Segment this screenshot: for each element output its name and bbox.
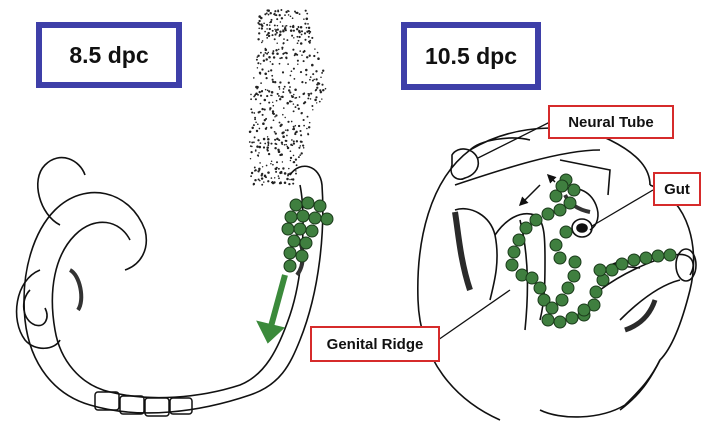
germ-cell bbox=[628, 254, 640, 266]
germ-cell bbox=[640, 252, 652, 264]
genital-ridge-leader bbox=[438, 290, 510, 340]
germ-cell bbox=[520, 222, 532, 234]
germ-cell bbox=[554, 316, 566, 328]
germ-cell bbox=[306, 225, 318, 237]
germ-cell bbox=[568, 184, 580, 196]
germ-cell bbox=[566, 312, 578, 324]
stage-label-text: 8.5 dpc bbox=[69, 42, 148, 69]
germ-cell bbox=[314, 200, 326, 212]
germ-cell bbox=[556, 180, 568, 192]
germ-cells-8-5 bbox=[282, 197, 333, 272]
germ-cell bbox=[513, 234, 525, 246]
germ-cell bbox=[530, 214, 542, 226]
germ-cell bbox=[534, 282, 546, 294]
germ-cell bbox=[616, 258, 628, 270]
germ-cell bbox=[288, 235, 300, 247]
germ-cell bbox=[569, 256, 581, 268]
germ-cell bbox=[560, 226, 572, 238]
headfold bbox=[38, 158, 85, 225]
germ-cell bbox=[506, 259, 518, 271]
germ-cell bbox=[550, 239, 562, 251]
germ-cell bbox=[554, 204, 566, 216]
germ-cell bbox=[309, 212, 321, 224]
germ-cell bbox=[294, 223, 306, 235]
germ-cell bbox=[568, 270, 580, 282]
germ-cell bbox=[546, 302, 558, 314]
germ-cell bbox=[284, 260, 296, 272]
somites bbox=[95, 392, 192, 416]
germ-cell bbox=[296, 250, 308, 262]
germ-cell bbox=[594, 264, 606, 276]
germ-cell bbox=[284, 247, 296, 259]
label-neural-tube: Neural Tube bbox=[548, 105, 674, 139]
stage-label-text: 10.5 dpc bbox=[425, 43, 517, 70]
germ-cell bbox=[285, 211, 297, 223]
germ-cell bbox=[578, 304, 590, 316]
gut-leader bbox=[592, 190, 653, 226]
germ-cell bbox=[556, 294, 568, 306]
migration-arrow-down bbox=[270, 275, 285, 330]
germ-cell bbox=[554, 252, 566, 264]
germ-cell bbox=[652, 250, 664, 262]
germ-cell bbox=[542, 314, 554, 326]
germ-cell bbox=[526, 272, 538, 284]
germ-cell bbox=[282, 223, 294, 235]
germ-cell bbox=[297, 210, 309, 222]
germ-cell bbox=[664, 249, 676, 261]
germ-cell bbox=[321, 213, 333, 225]
germ-cell bbox=[302, 197, 314, 209]
germ-cell bbox=[590, 286, 602, 298]
label-genital-ridge: Genital Ridge bbox=[310, 326, 440, 362]
germ-cell bbox=[290, 199, 302, 211]
label-gut: Gut bbox=[653, 172, 701, 206]
leader-lines bbox=[438, 122, 653, 340]
germ-cell bbox=[542, 208, 554, 220]
stage-label-10-5-dpc: 10.5 dpc bbox=[401, 22, 541, 90]
stage-label-8-5-dpc: 8.5 dpc bbox=[36, 22, 182, 88]
embryo-outline-inner bbox=[52, 185, 303, 398]
allantois-stipple bbox=[249, 9, 327, 186]
germ-cell bbox=[300, 237, 312, 249]
germ-cell bbox=[562, 282, 574, 294]
germ-cell bbox=[508, 246, 520, 258]
